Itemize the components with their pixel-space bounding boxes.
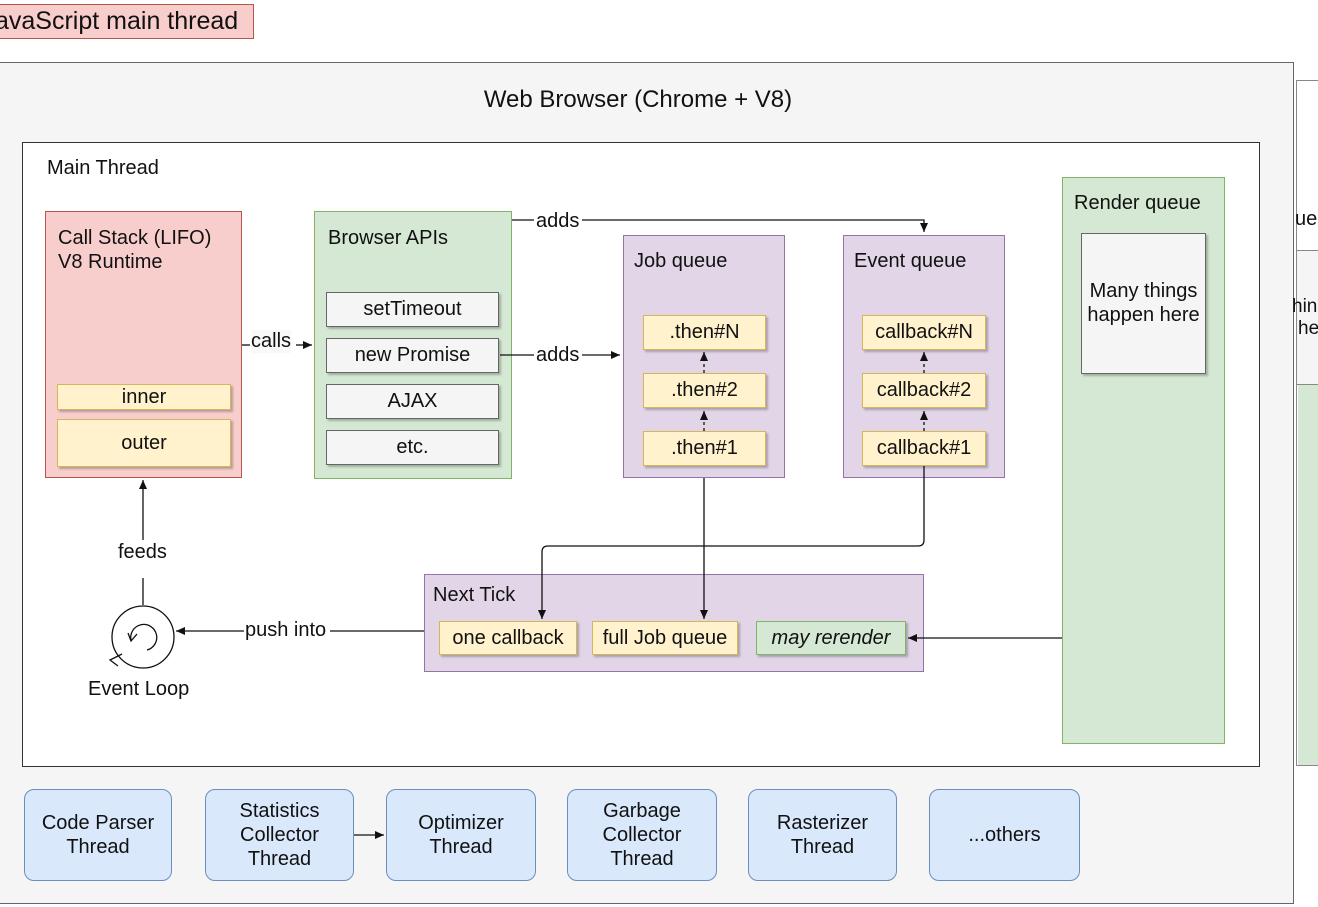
thread-line: Thread bbox=[610, 848, 674, 870]
thread-line: Garbage bbox=[603, 800, 681, 822]
thread-line: Statistics bbox=[239, 800, 320, 822]
edge-label-adds-top: adds bbox=[536, 210, 580, 233]
render-queue-title: Render queue bbox=[1074, 192, 1201, 214]
render-note-box bbox=[1081, 233, 1206, 374]
diagram-title-tag: avaScript main thread bbox=[0, 4, 254, 39]
event-loop-label: Event Loop bbox=[88, 678, 190, 700]
next-tick-one-callback: one callback bbox=[439, 621, 577, 655]
job-then-2: .then#2 bbox=[643, 373, 766, 408]
stack-frame-outer: outer bbox=[57, 419, 231, 467]
call-stack-subtitle: V8 Runtime bbox=[58, 251, 163, 273]
thread-line: Thread bbox=[66, 836, 130, 858]
call-stack-title: Call Stack (LIFO) bbox=[58, 227, 212, 249]
adjacent-note-line2: he bbox=[1298, 318, 1318, 339]
next-tick-full-job-queue: full Job queue bbox=[592, 621, 738, 655]
thread-line: Code Parser bbox=[41, 812, 155, 834]
main-thread-title: Main Thread bbox=[47, 157, 159, 179]
api-new-promise: new Promise bbox=[326, 338, 499, 373]
render-note-line1: Many things bbox=[1089, 280, 1198, 302]
render-note-line2: happen here bbox=[1087, 304, 1200, 326]
thread-line: Thread bbox=[790, 836, 855, 858]
adjacent-queue-label: ue bbox=[1295, 208, 1318, 230]
thread-code-parser: Code Parser Thread bbox=[24, 789, 172, 881]
adjacent-render-queue bbox=[1298, 385, 1318, 765]
thread-line: Rasterizer bbox=[776, 812, 869, 834]
event-callback-1: callback#1 bbox=[862, 431, 986, 466]
diagram-title: avaScript main thread bbox=[0, 7, 239, 35]
thread-line: Collector bbox=[240, 824, 319, 846]
thread-line: Thread bbox=[247, 848, 312, 870]
adjacent-note-line1: hing bbox=[1292, 296, 1318, 317]
web-browser-title: Web Browser (Chrome + V8) bbox=[483, 86, 793, 113]
thread-statistics-collector: Statistics Collector Thread bbox=[205, 789, 354, 881]
thread-line: Optimizer bbox=[418, 812, 504, 834]
api-settimeout: setTimeout bbox=[326, 292, 499, 327]
event-callback-n: callback#N bbox=[862, 315, 986, 350]
thread-garbage-collector: Garbage Collector Thread bbox=[567, 789, 717, 881]
event-loop-icon bbox=[108, 605, 175, 669]
event-queue-title: Event queue bbox=[854, 250, 967, 272]
api-etc: etc. bbox=[326, 430, 499, 465]
job-queue-title: Job queue bbox=[634, 250, 728, 272]
next-tick-title: Next Tick bbox=[433, 584, 516, 606]
browser-apis-title: Browser APIs bbox=[328, 227, 449, 249]
stack-frame-inner: inner bbox=[57, 384, 231, 410]
edge-label-adds-mid: adds bbox=[536, 344, 580, 367]
edge-label-feeds: feeds bbox=[118, 541, 167, 564]
edge-label-push-into: push into bbox=[245, 619, 327, 642]
thread-line: Thread bbox=[429, 836, 493, 858]
thread-line: Collector bbox=[602, 824, 682, 846]
edge-label-calls: calls bbox=[251, 330, 292, 353]
thread-line: ...others bbox=[968, 824, 1041, 846]
job-then-n: .then#N bbox=[643, 315, 766, 350]
thread-others: ...others bbox=[929, 789, 1080, 881]
thread-optimizer: Optimizer Thread bbox=[386, 789, 536, 881]
thread-rasterizer: Rasterizer Thread bbox=[748, 789, 897, 881]
next-tick-may-rerender: may rerender bbox=[756, 621, 906, 655]
event-callback-2: callback#2 bbox=[862, 373, 986, 408]
adjacent-note-box bbox=[1296, 250, 1318, 385]
job-then-1: .then#1 bbox=[643, 431, 766, 466]
api-ajax: AJAX bbox=[326, 384, 499, 419]
